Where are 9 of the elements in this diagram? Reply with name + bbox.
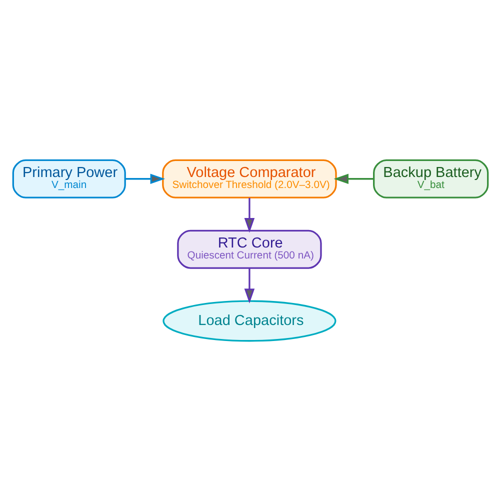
arrow: [333, 173, 374, 184]
arrow: [124, 173, 165, 184]
node-ellipse: Load Capacitors: [162, 300, 336, 342]
arrow: [244, 268, 254, 303]
node-box: Backup Battery V_bat: [372, 158, 488, 198]
node-box: Voltage Comparator Switchover Threshold (2.0V–3.0V): [162, 158, 336, 198]
node-box: Primary Power V_main: [12, 158, 126, 198]
node-box: RTC Core Quiescent Current (500 nA): [176, 229, 322, 268]
arrow: [244, 197, 254, 232]
